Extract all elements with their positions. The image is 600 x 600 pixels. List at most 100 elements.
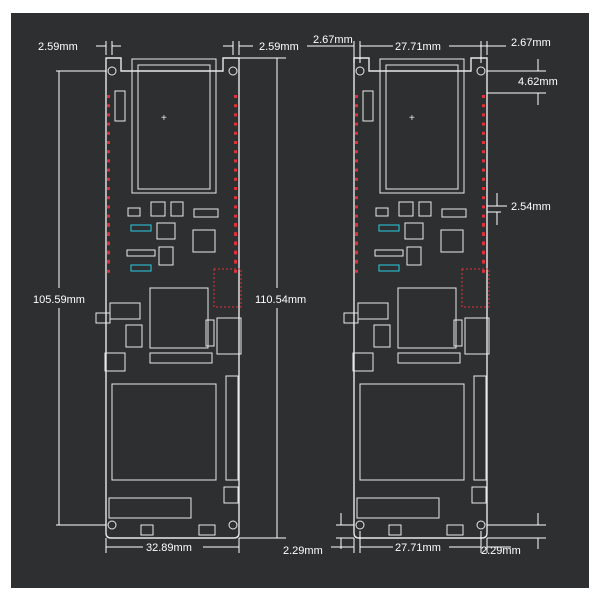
dim-total-height: 110.54mm [255, 294, 306, 306]
dim-r-hole-to-header: 4.62mm [518, 76, 558, 88]
right-board: + [343, 57, 490, 539]
header-pin [482, 177, 485, 181]
mechanical-drawing: + [33, 34, 558, 557]
header-pin [355, 159, 358, 163]
header-pin [482, 104, 485, 108]
connector [109, 302, 141, 320]
header-pin [107, 241, 110, 245]
header-pin [107, 232, 110, 236]
header-pin [482, 113, 485, 117]
header-pin [482, 232, 485, 236]
dim-r-bottom-left: 2.29mm [283, 545, 323, 557]
header-pin [234, 131, 237, 135]
part [158, 246, 174, 266]
dim-r-hole-spacing-top: 27.71mm [395, 41, 441, 53]
header-pin [482, 150, 485, 154]
dim-top-right: 2.59mm [259, 41, 299, 53]
main-chip [149, 287, 209, 349]
header-pin [234, 95, 237, 98]
header-pin [234, 187, 237, 190]
header-pin [107, 196, 110, 200]
dim-board-width: 32.89mm [146, 542, 192, 554]
header-pin [234, 150, 237, 154]
header-pin [234, 159, 237, 163]
header-pin [107, 131, 110, 135]
header-pin [482, 214, 485, 218]
header-pin [482, 95, 485, 98]
header-pin [234, 141, 237, 144]
part [126, 249, 156, 257]
mount-hole-tr [228, 66, 238, 76]
cyan-part [130, 264, 152, 272]
header-pin [107, 223, 110, 226]
part [192, 229, 216, 253]
header-pin [482, 141, 485, 144]
header-pin [107, 159, 110, 163]
header-pin [234, 113, 237, 117]
part [223, 486, 239, 504]
header-pin [234, 223, 237, 226]
header-pin [234, 214, 237, 218]
header-pin [482, 241, 485, 245]
header-pin [234, 196, 237, 200]
left-board: + [95, 57, 242, 539]
board-outline [353, 57, 488, 539]
header-pin [355, 205, 358, 209]
header-pin [482, 168, 485, 172]
right-dimensions: 2.67mm 27.71mm 2.67mm 4.62mm 2.54mm [283, 34, 558, 557]
header-pin [355, 196, 358, 200]
header-pin [234, 122, 237, 126]
svg-text:+: + [409, 113, 415, 124]
part [198, 524, 216, 536]
header-pin [355, 150, 358, 154]
header-pin [355, 223, 358, 226]
part [127, 207, 141, 217]
dim-top-left: 2.59mm [38, 41, 78, 53]
wifi-module-shield [137, 64, 211, 190]
header-pin [107, 104, 110, 108]
drawing-canvas: + [11, 13, 589, 588]
part [170, 201, 184, 217]
header-pin [355, 168, 358, 172]
header-pin [355, 187, 358, 190]
switch [95, 312, 111, 324]
wifi-module [131, 58, 217, 194]
header-pin [355, 141, 358, 144]
usb-connector [213, 268, 242, 308]
header-pin [234, 168, 237, 172]
header-pin [234, 232, 237, 236]
header-pin [355, 122, 358, 126]
header-pin [234, 269, 237, 273]
header-pin [355, 232, 358, 236]
crystal [114, 90, 126, 122]
header-pin [107, 269, 110, 273]
header-pin [355, 113, 358, 117]
header-pin [355, 131, 358, 135]
mount-hole-tl [107, 66, 117, 76]
board-outline [105, 57, 240, 539]
bottom-parts [108, 497, 192, 519]
header-pin [355, 177, 358, 181]
header-pin [107, 214, 110, 218]
header-pin [234, 104, 237, 108]
part [156, 222, 176, 240]
header-pin [234, 205, 237, 209]
mount-hole-br [228, 520, 238, 530]
button [104, 352, 126, 372]
dim-r-pin-pitch: 2.54mm [511, 201, 551, 213]
header-pin [107, 95, 110, 98]
left-dimensions: 2.59mm 2.59mm 105.59mm 110.54mm 32.89mm [33, 41, 306, 554]
cyan-part [130, 224, 152, 232]
dim-board-height: 105.59mm [33, 294, 85, 306]
part [125, 324, 143, 348]
part [193, 208, 219, 218]
header-pin [355, 104, 358, 108]
header-pin [107, 168, 110, 172]
header-pin [482, 259, 485, 263]
header-pin [107, 150, 110, 154]
header-pin [482, 223, 485, 226]
header-pin [355, 95, 358, 98]
part [150, 201, 166, 217]
header-pin [107, 205, 110, 209]
header-pin [355, 241, 358, 245]
